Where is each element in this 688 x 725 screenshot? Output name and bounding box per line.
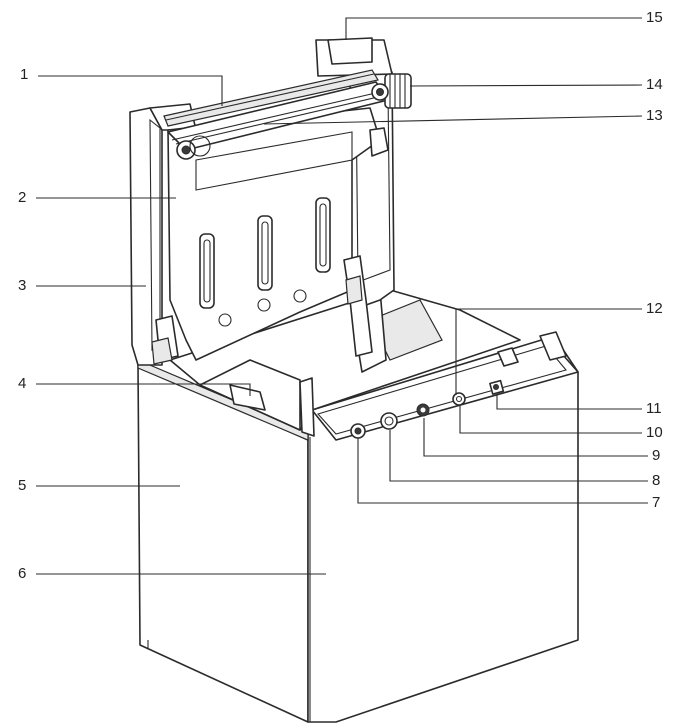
callout-9: 9 [652,447,660,464]
callout-10: 10 [646,424,663,441]
callout-8: 8 [652,472,660,489]
leader-line-9 [423,418,648,457]
indicator-9-icon [416,403,430,417]
leader-line-4 [36,383,251,396]
printer-cover [129,37,412,366]
callout-12: 12 [646,300,663,317]
cover-inner-panel [167,107,381,361]
callout-11: 11 [646,400,662,417]
callout-14: 14 [646,76,663,93]
cover-slots [199,197,331,327]
callout-1: 1 [20,66,28,83]
printer-body [137,331,579,723]
leader-line-12 [455,308,642,395]
leader-line-1 [38,75,223,106]
cover-slot-15 [327,37,373,65]
leader-line-15 [345,17,642,40]
leader-line-10 [459,406,642,434]
leader-line-14 [409,84,643,87]
feed-button-icon [380,412,398,430]
roller-end-left-icon [176,135,211,160]
leader-line-13 [263,115,643,125]
platen-roller [163,69,389,151]
callout-3: 3 [18,277,26,294]
callout-2: 2 [18,189,26,206]
gear-icon [371,73,412,109]
leader-line-8 [389,430,648,482]
indicator-10-icon [452,392,466,406]
power-button-icon [350,423,366,439]
callout-13: 13 [646,107,663,124]
indicator-11-icon [489,379,505,395]
callout-15: 15 [646,9,663,26]
leader-line-11 [496,394,642,410]
leader-line-7 [357,438,648,504]
callout-7: 7 [652,494,660,511]
callout-5: 5 [18,477,26,494]
callout-4: 4 [18,375,26,392]
callout-6: 6 [18,565,26,582]
